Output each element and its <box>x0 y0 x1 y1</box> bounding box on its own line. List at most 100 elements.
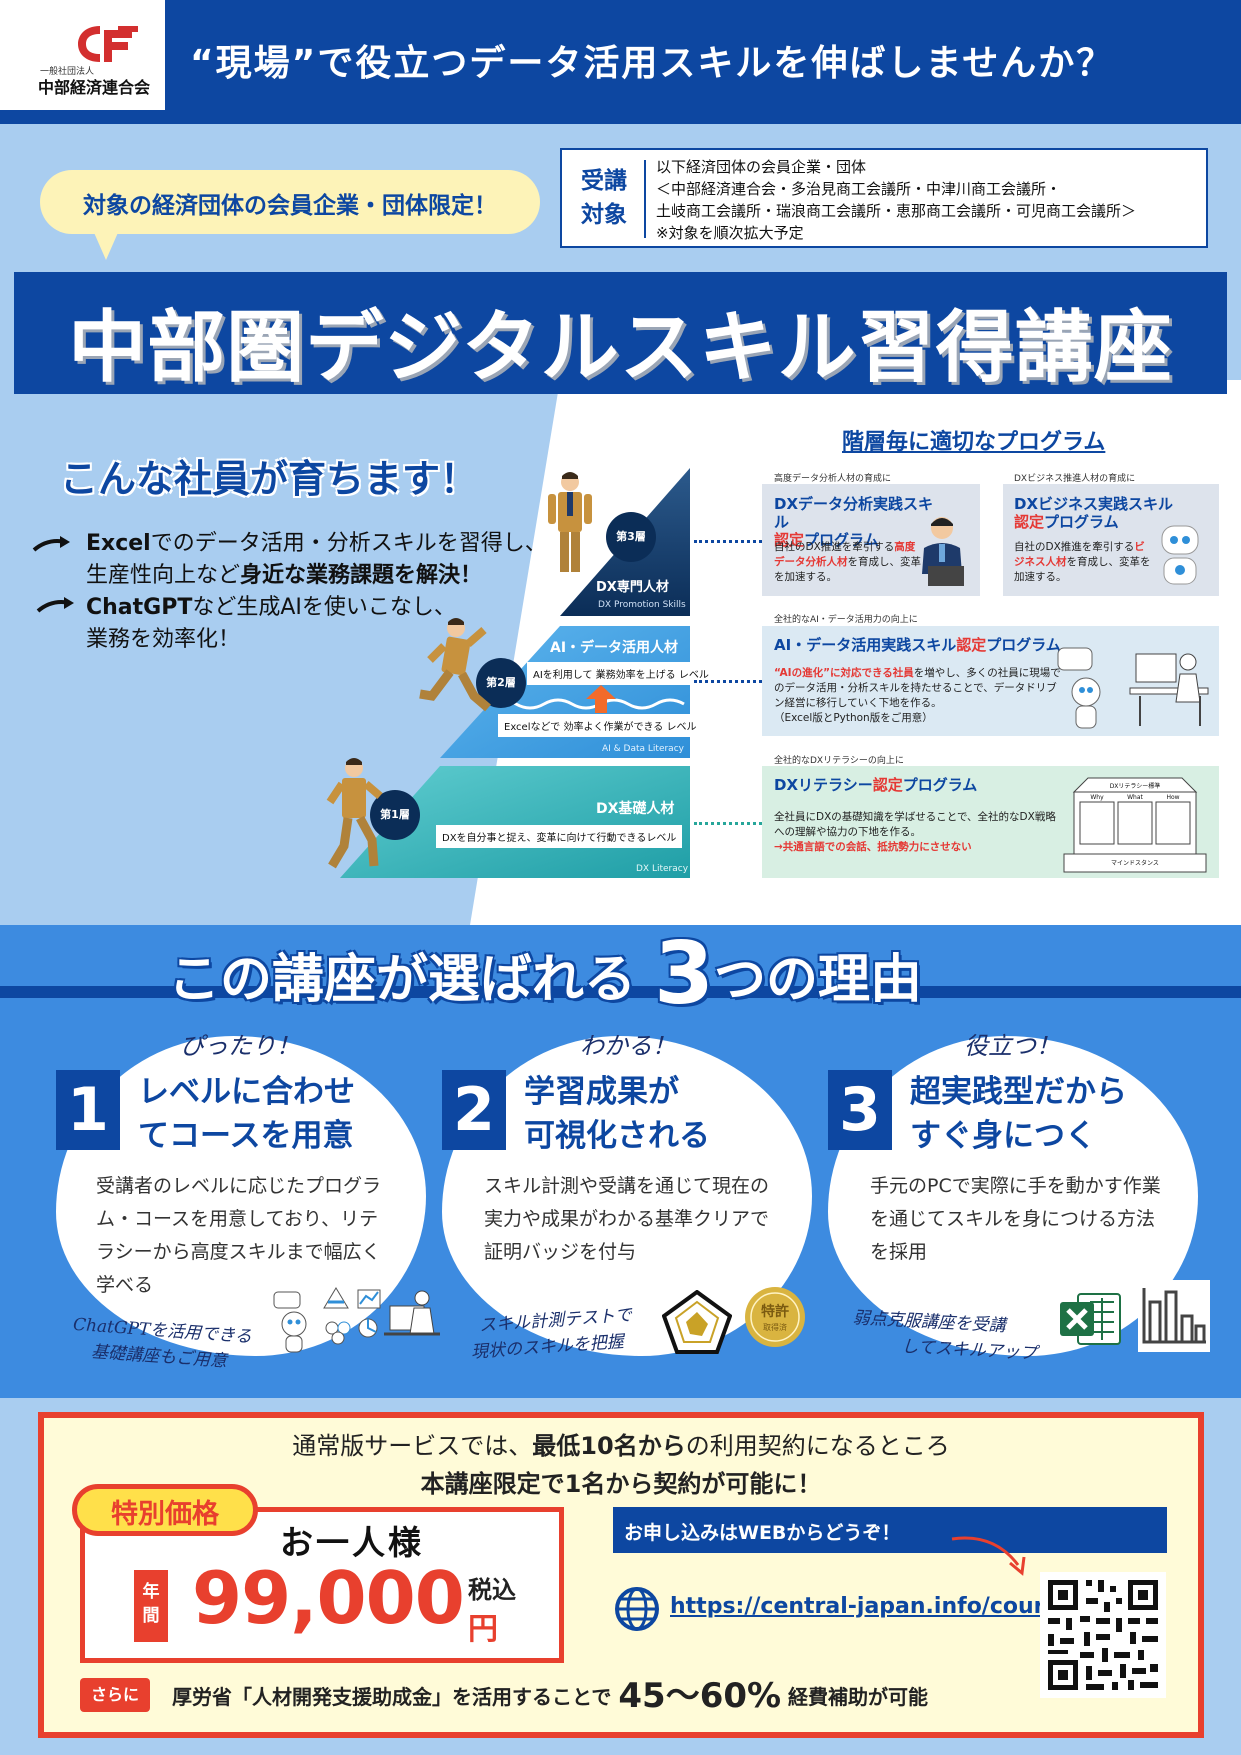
grow-point-chatgpt: ChatGPTなど生成AIを使いこなし、 業務を効率化！ <box>86 595 456 652</box>
pyramid-tier-1 <box>340 766 690 878</box>
excel-icon <box>1060 1293 1121 1345</box>
tier1-label: DX基礎人材 <box>596 801 675 817</box>
main-title-bar <box>14 272 1227 394</box>
main-title: 中部圏デジタルスキル習得講座 <box>68 303 1173 393</box>
speech-bubble-tail <box>92 228 120 260</box>
per-person-label: お一人様 <box>280 1523 424 1562</box>
reason-2-body: スキル計測や受講を通じて現在の実力や成果がわかる基準クリアで証明バッジを付与 <box>484 1175 770 1263</box>
tier2-english: AI & Data Literacy <box>602 744 684 754</box>
tier3-english: DX Promotion Skills <box>598 600 686 610</box>
grow-point-excel: Excelでのデータ活用・分析スキルを習得し、 生産性向上など身近な業務課題を解… <box>86 531 547 588</box>
reason-1-title: レベルに合わせてコースを用意 <box>138 1074 355 1154</box>
ai-learning-illustration-icon <box>273 1287 440 1353</box>
businessman-standing-icon <box>548 472 592 572</box>
program-d-title: DXリテラシー認定プログラム <box>774 776 978 794</box>
tier2-note-ai: AIを利用して 業務効率を上げる レベル <box>527 662 715 685</box>
tier2-note-excel: Excelなどで 効率よく作業ができる レベル <box>498 714 703 737</box>
up-arrow-icon <box>586 685 616 713</box>
program-c-body: “AIの進化”に対応できる社員を増やし、多くの社員に現場でのデータ活用・分析スキ… <box>774 667 1061 724</box>
header-catchphrase: “現場”で役立つデータ活用スキルを伸ばしませんか？ <box>190 43 1115 84</box>
connector-dots-tier2 <box>694 680 762 683</box>
apply-text: お申し込みはWEBからどうぞ！ <box>624 1522 901 1544</box>
dx-standard-title: DXリテラシー標準 <box>1110 782 1161 790</box>
reason-1-handwritten: ぴったり！ <box>180 1032 300 1060</box>
yearly-label: 年間 <box>134 1570 168 1642</box>
robot-icon <box>1161 525 1199 585</box>
connector-dots-tier1 <box>694 822 762 825</box>
program-a-title: DXデータ分析実践スキル 認定プログラム <box>774 495 934 549</box>
analyst-at-laptop-icon <box>922 517 964 586</box>
program-c-caption: 全社的なAI・データ活用力の向上に <box>774 615 918 625</box>
header-bar <box>0 0 1241 124</box>
swoosh-arrow-icon <box>36 597 74 613</box>
special-price-text: 特別価格 <box>111 1499 219 1530</box>
target-audience-text: 以下経済団体の会員企業・団体 ＜中部経済連合会・多治見商工会議所・中津川商工会議… <box>656 158 1137 242</box>
curved-arrow-icon <box>951 1536 1026 1576</box>
reasons-title: この講座が選ばれる 3つの理由 <box>168 924 922 1024</box>
logo-subtitle: 一般社団法人 <box>40 67 95 77</box>
bar-chart-icon <box>1138 1280 1210 1352</box>
grow-section-title: こんな社員が育ちます！ <box>60 457 479 501</box>
tier2-label: AI・データ活用人材 <box>550 640 679 656</box>
reason-2-title: 学習成果が可視化される <box>524 1074 710 1154</box>
patent-badge-text: 特許 <box>761 1303 789 1320</box>
reason-1-body: 受講者のレベルに応じたプログラム・コースを用意しており、リテラシーから高度スキル… <box>96 1175 382 1296</box>
qr-code-icon[interactable] <box>1040 1572 1166 1698</box>
target-separator <box>644 160 646 238</box>
reasons-title-underline <box>0 986 1241 998</box>
program-a-body: 自社のDX推進を牽引する高度データ分析人材を育成し、変革を加速する。 <box>774 541 921 583</box>
yen-label: 円 <box>468 1612 498 1647</box>
logo-name: 中部経済連合会 <box>38 78 151 97</box>
connector-dots-tier3 <box>694 540 762 543</box>
patent-badge-icon: 特許 取得済 <box>745 1287 805 1347</box>
tier3-label: DX専門人材 <box>596 580 669 595</box>
tax-included-label: 税込 <box>468 1576 516 1604</box>
program-b-caption: DXビジネス推進人材の育成に <box>1014 474 1136 484</box>
swoosh-arrow-icon <box>32 536 70 552</box>
reason-3-body: 手元のPCで実際に手を動かす作業を通じてスキルを身につける方法を採用 <box>870 1175 1161 1263</box>
patent-badge-sub: 取得済 <box>763 1322 787 1332</box>
reason-1-number: 1 <box>56 1070 120 1150</box>
dx-why-label: Why <box>1090 794 1104 801</box>
reason-3-handwritten: 役立つ！ <box>964 1032 1060 1060</box>
target-audience-box <box>560 148 1208 248</box>
pricing-line-1: 通常版サービスでは、最低10名からの利用契約になるところ <box>292 1432 950 1460</box>
program-d-caption: 全社的なDXリテラシーの向上に <box>774 756 904 766</box>
skill-pentagon-badge-icon <box>662 1290 732 1354</box>
tier3-badge: 第3層 <box>606 512 656 562</box>
dx-literacy-standard-diagram: DXリテラシー標準 Why What How マインドスタンス <box>1063 777 1207 873</box>
reason-3-title: 超実践型だからすぐ身につく <box>910 1074 1127 1154</box>
more-tag: さらに <box>80 1678 150 1712</box>
program-b-body: 自社のDX推進を牽引するビジネス人材を育成し、変革を加速する。 <box>1014 541 1151 583</box>
globe-icon <box>615 1587 659 1631</box>
reasons-title-band <box>0 925 1241 995</box>
dx-how-label: How <box>1166 794 1179 801</box>
tier1-note: DXを自分事と捉え、変革に向けて行動できるレベル <box>436 825 683 848</box>
apply-bar <box>613 1507 1167 1553</box>
businessman-running-icon <box>419 618 491 712</box>
reason-2-handwritten: わかる！ <box>580 1032 676 1060</box>
subsidy-text: 厚労省「人材開発支援助成金」を活用することで 45〜60% 経費補助が可能 <box>172 1676 929 1716</box>
price-value: 99,000 <box>192 1556 465 1640</box>
speech-bubble <box>40 170 540 234</box>
businessman-climbing-icon <box>326 758 383 869</box>
dx-mind-label: マインドスタンス <box>1111 859 1159 867</box>
logo-mark-icon <box>78 26 138 62</box>
target-label: 受講 対象 <box>581 168 627 228</box>
program-a-caption: 高度データ分析人材の育成に <box>774 474 892 484</box>
reason-3-note: 弱点克服講座を受講してスキルアップ <box>852 1308 1038 1364</box>
program-b-title: DXビジネス実践スキル 認定プログラム <box>1014 495 1174 531</box>
special-price-tag <box>72 1484 258 1536</box>
tier1-badge: 第1層 <box>370 790 420 840</box>
pricing-line-2: 本講座限定で1名から契約が可能に！ <box>420 1470 822 1498</box>
bubble-text: 対象の経済団体の会員企業・団体限定！ <box>83 193 497 219</box>
tier1-english: DX Literacy <box>636 864 689 874</box>
program-c-title: AI・データ活用実践スキル認定プログラム <box>774 636 1061 654</box>
programs-title: 階層毎に適切なプログラム <box>842 430 1106 455</box>
reason-3-number: 3 <box>828 1070 892 1150</box>
course-url-link[interactable]: https://central-japan.info/course <box>670 1594 1073 1619</box>
dx-what-label: What <box>1127 794 1143 801</box>
program-d-body: 全社員にDXの基礎知識を学ばせることで、全社的なDX戦略への理解や協力の下地を作… <box>774 811 1056 853</box>
robot-and-workstation-icon <box>1057 647 1209 729</box>
reason-2-number: 2 <box>442 1070 506 1150</box>
